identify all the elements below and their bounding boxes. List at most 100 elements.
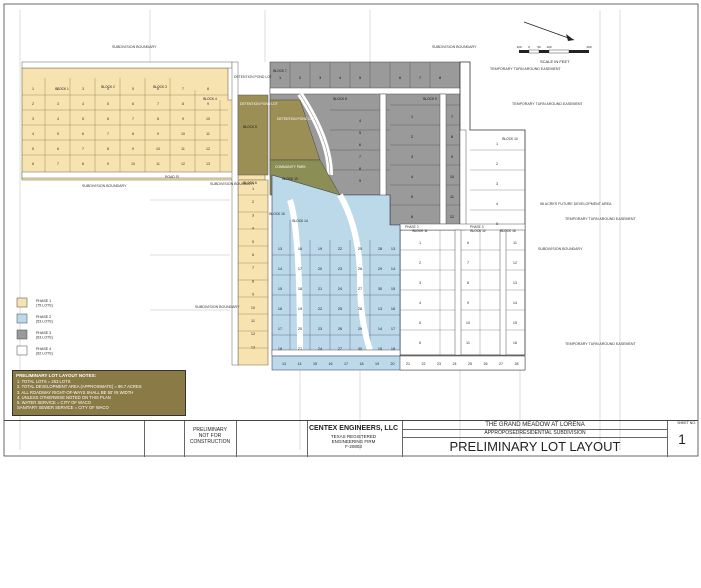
phase-2-lot-number: 22 [338, 247, 342, 251]
legend-count: (75 LOTS) [36, 304, 53, 308]
phase-1-lot-number: 11 [251, 319, 255, 323]
phase-1-lot-number: 4 [82, 102, 84, 106]
phase-4-lot-number: 8 [467, 281, 469, 285]
phase-2-lot-number: 26 [338, 327, 342, 331]
sheet-number-block: SHEET NO. 1 [666, 421, 698, 457]
phase-1-lot-number: 2 [32, 102, 34, 106]
scale-tick-label: 100 [516, 45, 521, 49]
notes-heading: PRELIMINARY LOT LAYOUT NOTES: [16, 373, 97, 378]
phase-1-lot-number: 8 [252, 279, 254, 283]
block-label: BLOCK 12 [470, 229, 485, 233]
phase-3-lot-number: 1 [279, 76, 281, 80]
phase-2-lot-number: 15 [378, 347, 382, 351]
phase-1-lot-number: 4 [57, 117, 59, 121]
south-strip-lot-number: 18 [360, 362, 364, 366]
phase-3-lot-number: 4 [339, 76, 341, 80]
phase-1-lot-number: 10 [156, 147, 160, 151]
phase-2-lot-number: 25 [338, 307, 342, 311]
subdivision-boundary-label-north: SUBDIVISION BOUNDARY [112, 45, 157, 49]
phase-1-lot-number: 7 [57, 162, 59, 166]
legend-label: PHASE 1 [36, 299, 51, 303]
future-development-label: 96 ACRES FUTURE DEVELOPMENT AREA [540, 202, 612, 206]
phase-3-lot-number: 2 [411, 135, 413, 139]
legend-label: PHASE 4 [36, 347, 51, 351]
subdivision-boundary-label-ne: SUBDIVISION BOUNDARY [432, 45, 477, 49]
phase-2-lot-number: 16 [278, 307, 282, 311]
phase-1-lot-number: 6 [252, 253, 254, 257]
phase-3-lot-number: 10 [450, 175, 454, 179]
phase-4-lot-number: 9 [467, 301, 469, 305]
phase-1-lot-number: 13 [251, 345, 255, 349]
phase-1-lot-number: 9 [107, 162, 109, 166]
subdivision-boundary-label-south: SUBDIVISION BOUNDARY [195, 305, 240, 309]
scale-tick-label: 100 [546, 45, 551, 49]
phase-1-lot-number: 5 [82, 117, 84, 121]
block-label: BLOCK 11 [413, 229, 428, 233]
phase-3-lot-number: 11 [450, 195, 454, 199]
temp-turnaround-label-2: TEMPORARY TURN AROUND EASEMENT [512, 102, 583, 106]
phase-3-lot-number: 7 [451, 115, 453, 119]
legend-label: PHASE 2 [36, 315, 51, 319]
block-label: BLOCK 13 [282, 177, 297, 181]
phase-4-lot-number: 6 [467, 241, 469, 245]
firm-line-1: TEXAS REGISTERED [330, 434, 377, 439]
phase-2-lot-number: 18 [391, 347, 395, 351]
phase-4-lot-number: 2 [496, 162, 498, 166]
phase-1-lot-number: 7 [157, 102, 159, 106]
phase-2-lot-number: 24 [318, 347, 322, 351]
firm-line-2: ENGINEERING FIRM [331, 439, 376, 444]
phase-1-lot-number: 7 [252, 266, 254, 270]
phase-3-lot-number: 4 [359, 119, 361, 123]
phase-2-lot-number: 18 [298, 287, 302, 291]
phase-1-lot-number: 10 [181, 132, 185, 136]
phase-4-lot-number: 3 [496, 182, 498, 186]
phase-3-lot-number: 1 [411, 115, 413, 119]
note-item: 3. ALL ROADWAY RIGHT-OF-WAYS SHALL BE 50… [17, 389, 134, 395]
phase-3-lot-number: 8 [359, 167, 361, 171]
phase-1-lot-number: 9 [252, 293, 254, 297]
phase-2-lot-number: 22 [318, 307, 322, 311]
project-block: THE GRAND MEADOW AT LORENA APPROPOSEDRES… [402, 421, 668, 457]
temp-turnaround-label-1: TEMPORARY TURN AROUND EASEMENT [490, 67, 561, 71]
phase-2-lot-number: 15 [391, 287, 395, 291]
phase-3-lot-number: 4 [411, 175, 413, 179]
phase-1-lot-number: 3 [32, 117, 34, 121]
phase-2-lot-number: 19 [298, 307, 302, 311]
phase-2-lot-number: 30 [358, 347, 362, 351]
phase-1-lot-number: 5 [252, 240, 254, 244]
phase-3-lot-number: 12 [450, 215, 454, 219]
phase-2-lot-number: 30 [378, 287, 382, 291]
sheet-number: 1 [678, 431, 686, 447]
phase-1-lot-number: 11 [181, 147, 185, 151]
phase-3-lot-number: 5 [359, 76, 361, 80]
south-strip-lot-number: 23 [437, 362, 441, 366]
phase-1-lot-number: 1 [32, 87, 34, 91]
phase-1-lot-number: 9 [207, 102, 209, 106]
preliminary-stamp: PRELIMINARY NOT FOR CONSTRUCTION [184, 427, 236, 445]
status-line-2: NOT FOR [198, 433, 222, 439]
legend-label: PHASE 3 [36, 331, 51, 335]
phase-4-lot-number: 1 [419, 241, 421, 245]
phase-legend: PHASE 1(75 LOTS)PHASE 2(53 LOTS)PHASE 3(… [16, 297, 53, 356]
block-label: BLOCK 6 [243, 181, 257, 185]
phase-2-lot-number: 14 [378, 327, 382, 331]
south-strip-lot-number: 27 [499, 362, 503, 366]
phase-4-lot-number: 12 [513, 261, 517, 265]
sheet-no-label: SHEET NO. [677, 421, 696, 425]
phase-2-lot-number: 17 [278, 327, 282, 331]
subdivision-boundary-label-mid: SUBDIVISION BOUNDARY [210, 182, 255, 186]
south-strip-lot-number: 17 [344, 362, 348, 366]
seal-area [236, 421, 308, 457]
phase-1-area [21, 61, 269, 366]
lot-number-labels: 1234567891011121312345623456734567845678… [32, 76, 519, 366]
phase-1-lot-number: 8 [132, 132, 134, 136]
block-label: BLOCK 5 [243, 125, 257, 129]
phase-1-lot-number: 1 [252, 187, 254, 191]
north-arrow [523, 21, 575, 41]
phase-1-lot-number: 5 [32, 147, 34, 151]
drawing-info [144, 421, 185, 457]
phase-1-lot-number: 6 [107, 117, 109, 121]
note-item: 1. TOTAL LOTS = 253 LOTS [17, 379, 71, 384]
